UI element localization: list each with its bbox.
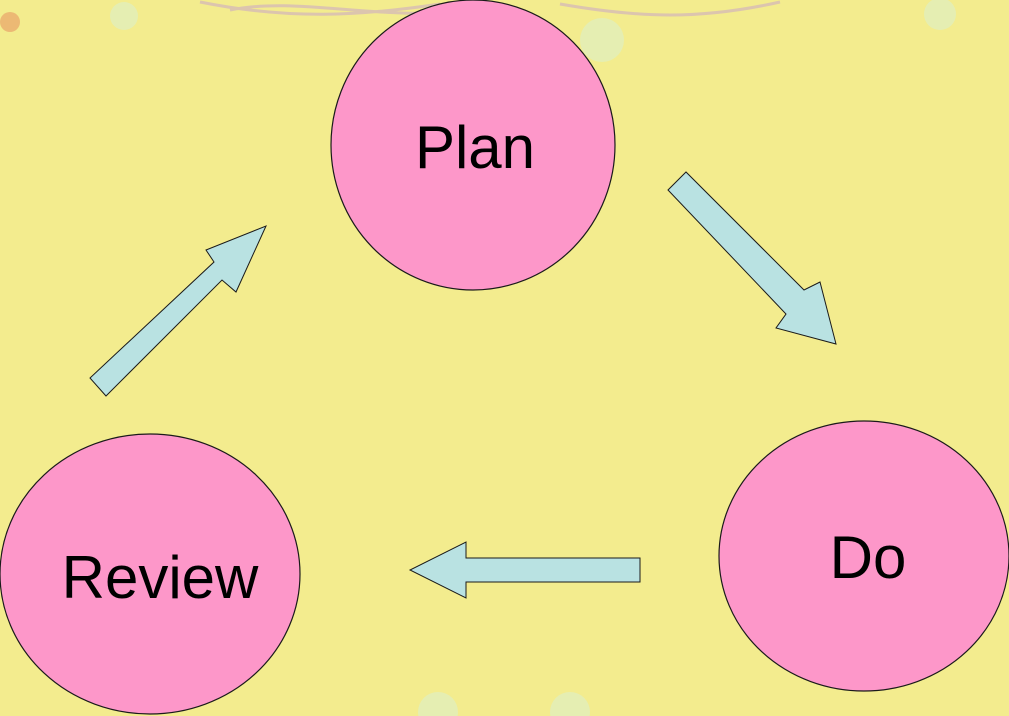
node-review-shape (0, 433, 301, 715)
node-plan-label: Plan (415, 114, 535, 181)
arrow-review-to-plan (89, 225, 267, 397)
background-decoration (0, 0, 956, 716)
arrow-plan-to-do (667, 171, 837, 345)
node-do-shape (718, 420, 1009, 692)
bubble-decoration (0, 12, 20, 32)
arrow-do-to-review (408, 541, 641, 599)
node-review: Review (0, 433, 301, 715)
node-review-label: Review (62, 544, 259, 611)
node-plan-shape (330, 0, 616, 291)
bubble-decoration (550, 692, 590, 716)
bubble-decoration (924, 0, 956, 30)
bubble-decoration (580, 18, 624, 62)
node-do: Do (718, 420, 1009, 692)
bubble-decoration (418, 692, 458, 716)
bubble-decoration (110, 2, 138, 30)
node-plan: Plan (330, 0, 616, 291)
node-do-label: Do (830, 524, 907, 591)
